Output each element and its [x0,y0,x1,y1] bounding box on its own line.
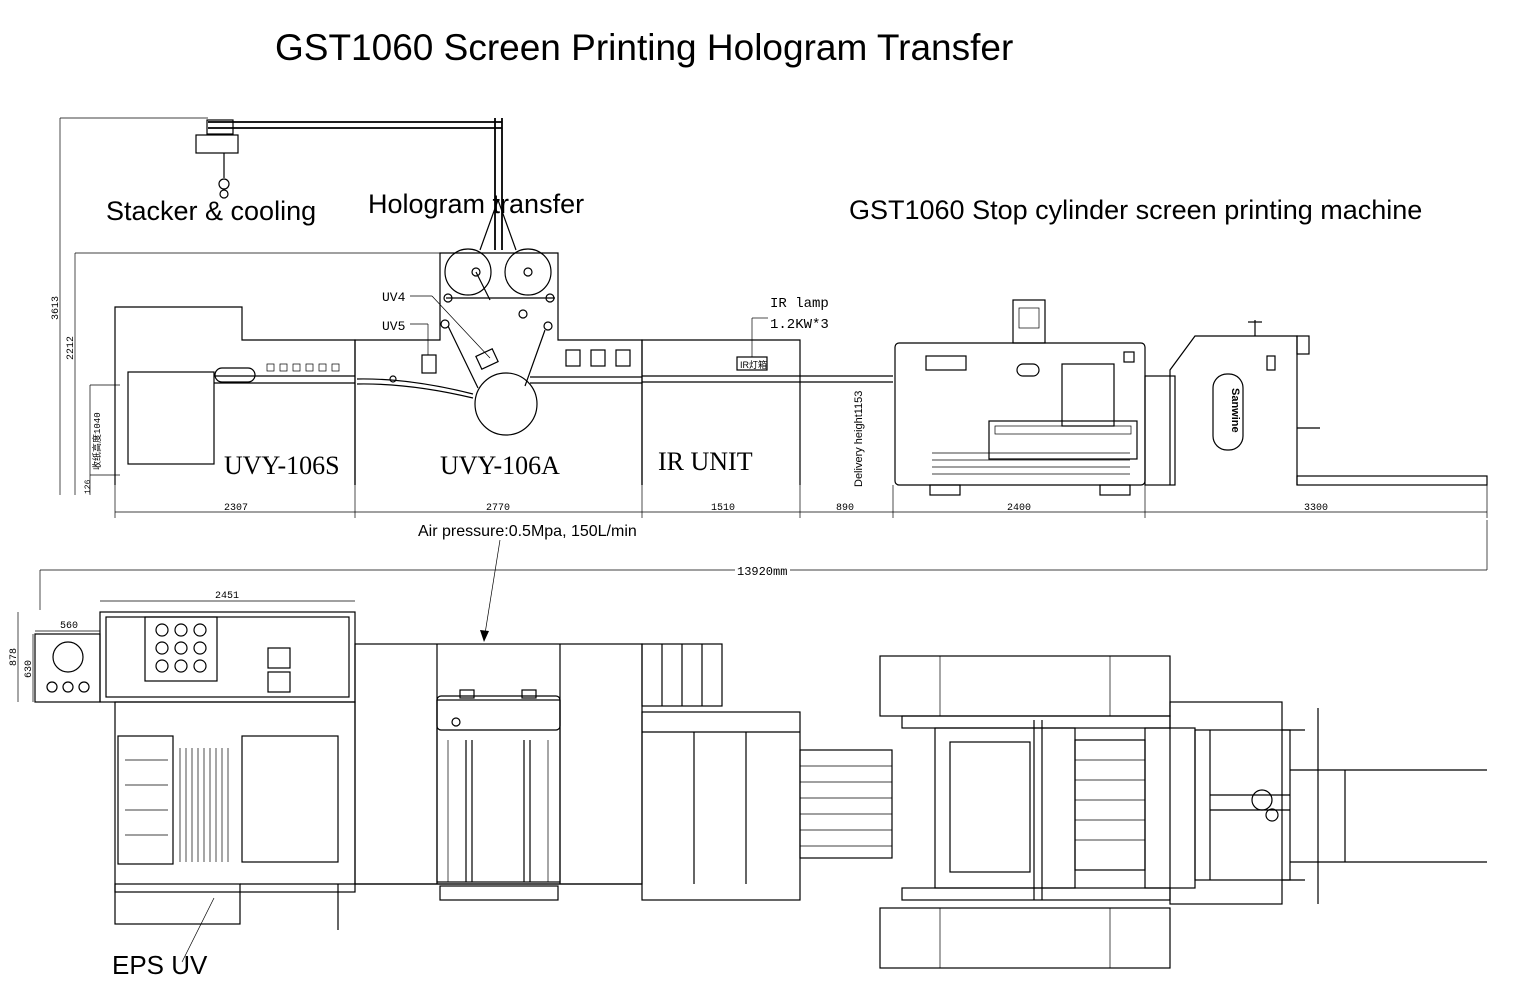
delivery-height-label: Delivery height1153 [853,391,865,487]
crane [195,118,517,251]
feeder-side: Sanwine [1144,320,1488,486]
printer-plan [879,655,1196,969]
dim-630: 630 [24,660,35,678]
stacker-slots [179,748,229,862]
label-stacker-cooling: Stacker & cooling [106,196,316,226]
dim-2770: 2770 [486,503,510,514]
conveyor-plan [799,749,893,859]
ir-plan [641,643,801,901]
ir-box-label: IR灯箱 [740,359,767,370]
unit-label-uvy-106a: UVY-106A [440,451,560,480]
screen-printer-side [894,299,1146,496]
callout-ir-lamp: IR lamp [770,296,829,312]
page-title: GST1060 Screen Printing Hologram Transfe… [275,27,1013,68]
top-plan: 2451 560 878 630 [9,591,1487,980]
uvy-106a-unit: UVY-106A UV4 UV5 [354,248,643,485]
uvy-106s-unit: UVY-106S [114,306,356,485]
feeder-brand-mark: Sanwine [1229,388,1241,433]
dim-1040: 收纸高度1040 [91,412,103,470]
dim-3613: 3613 [51,296,62,320]
unit-label-uvy-106s: UVY-106S [224,451,340,480]
side-elevation: 3613 2212 收纸高度1040 126 UVY-106S [39,117,1488,642]
feeder-plan [1169,701,1487,905]
total-length-dimension: 13920mm [39,520,1488,610]
callout-uv5: UV5 [382,319,405,334]
length-dimensions: 2307 2770 1510 890 2400 3300 [114,485,1488,518]
callout-ir-power: 1.2KW*3 [770,317,829,333]
dim-2307: 2307 [224,503,248,514]
stacker-plan [114,701,642,930]
dim-890: 890 [836,503,854,514]
vent-grille [932,452,1130,475]
ir-unit: IR灯箱 IR UNIT IR lamp 1.2KW*3 [641,296,829,485]
callout-uv4: UV4 [382,290,406,305]
label-hologram-transfer: Hologram transfer [368,189,584,219]
dim-total-13920: 13920mm [737,565,787,579]
delivery-conveyor: Delivery height1153 [800,375,893,487]
dim-2451: 2451 [215,591,239,602]
dim-3300: 3300 [1304,503,1328,514]
label-screen-printing-machine: GST1060 Stop cylinder screen printing ma… [849,195,1422,225]
label-eps-uv: EPS UV [112,950,208,980]
dim-878: 878 [9,648,20,666]
callout-air-pressure: Air pressure:0.5Mpa, 150L/min [418,523,637,540]
dim-560: 560 [60,621,78,632]
dim-126: 126 [84,479,93,494]
hologram-plan [354,643,643,901]
height-dimensions: 3613 2212 收纸高度1040 126 [51,117,440,495]
dim-2400: 2400 [1007,503,1031,514]
unit-label-ir-unit: IR UNIT [658,447,753,476]
dim-1510: 1510 [711,503,735,514]
dim-2212: 2212 [66,336,77,360]
eps-uv-cabinet [34,611,356,703]
